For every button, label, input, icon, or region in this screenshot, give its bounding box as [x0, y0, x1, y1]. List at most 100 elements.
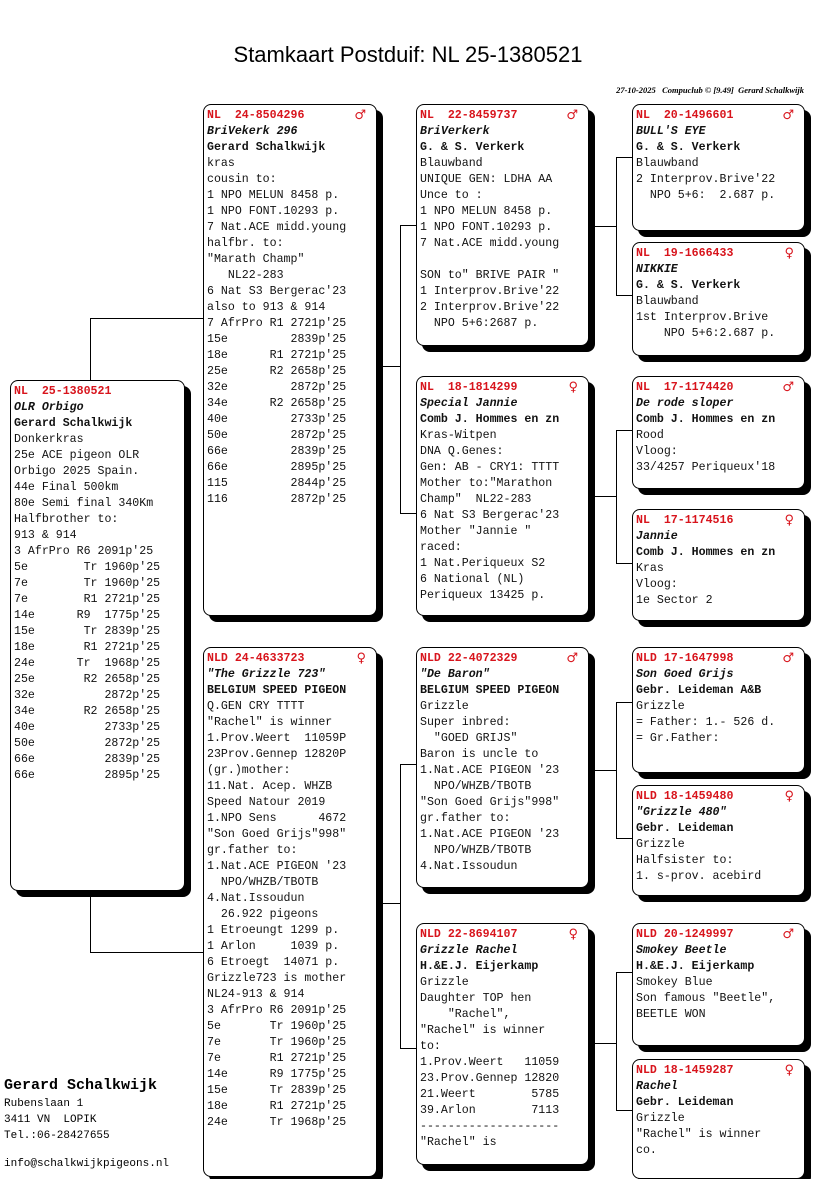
info-line: 1 Arlon 1039 p.	[207, 940, 340, 953]
info-line: 66e 2839p'25	[14, 753, 161, 766]
info-line: Grizzle	[636, 838, 685, 851]
connector-line	[400, 764, 416, 765]
connector-line	[90, 318, 203, 319]
connector-line	[588, 1043, 616, 1044]
pigeon-name: "Grizzle 480"	[636, 806, 727, 819]
male-symbol-icon: ♂	[782, 380, 794, 395]
ring-number: NLD 22-4072329♂	[420, 651, 588, 667]
ring-number-text: NL 18-1814299	[420, 381, 518, 394]
info-line: (gr.)mother:	[207, 764, 291, 777]
info-line: 44e Final 500km	[14, 481, 119, 494]
connector-line	[90, 952, 203, 953]
pigeon-name: Grizzle Rachel	[420, 944, 518, 957]
owner-phone: Tel.:06-28427655	[4, 1130, 110, 1142]
ring-number-text: NL 19-1666433	[636, 247, 734, 260]
ring-number: NL 17-1174420♂	[636, 380, 804, 396]
info-line: NPO/WHZB/TBOTB	[207, 876, 319, 889]
info-line: 7e Tr 1960p'25	[14, 577, 161, 590]
info-line: Q.GEN CRY TTTT	[207, 700, 305, 713]
pigeon-name: NIKKIE	[636, 263, 678, 276]
info-line: Son famous "Beetle",	[636, 992, 776, 1005]
info-line: Speed Natour 2019	[207, 796, 326, 809]
connector-line	[400, 1048, 416, 1049]
male-symbol-icon: ♂	[782, 108, 794, 123]
info-line: 66e 2839p'25	[207, 445, 347, 458]
connector-line	[616, 702, 617, 838]
info-line: 23.Prov.Gennep 12820	[420, 1072, 560, 1085]
breeder-name: BELGIUM SPEED PIGEON	[420, 684, 560, 697]
info-line: Blauwband	[636, 295, 699, 308]
info-line: 1 Etroeungt 1299 p.	[207, 924, 340, 937]
info-line: Kras-Witpen	[420, 429, 497, 442]
info-line: 7e R1 2721p'25	[14, 593, 161, 606]
info-line: Daughter TOP hen	[420, 992, 532, 1005]
info-line: Rood	[636, 429, 664, 442]
info-line: 1.Prov.Weert 11059	[420, 1056, 560, 1069]
info-line: Gen: AB - CRY1: TTTT	[420, 461, 560, 474]
connector-line	[616, 430, 617, 563]
connector-line	[400, 225, 416, 226]
info-line: 2 Interprov.Brive'22	[420, 301, 560, 314]
info-line: 1.Nat.ACE PIGEON '23	[420, 764, 560, 777]
pigeon-name: BULL'S EYE	[636, 125, 706, 138]
owner-street: Rubenslaan 1	[4, 1098, 84, 1110]
ring-number: NL 20-1496601♂	[636, 108, 804, 124]
pigeon-card[interactable]: NLD 24-4633723♀"The Grizzle 723"BELGIUM …	[203, 647, 377, 1177]
info-line: 1 Nat.Periqueux S2	[420, 557, 546, 570]
breeder-name: G. & S. Verkerk	[420, 141, 525, 154]
breeder-name: H.&E.J. Eijerkamp	[636, 960, 755, 973]
info-line: 1.NPO Sens 4672	[207, 812, 347, 825]
info-line: Donkerkras	[14, 433, 84, 446]
info-line: Grizzle723 is mother	[207, 972, 347, 985]
info-line: co.	[636, 1144, 657, 1157]
connector-line	[616, 157, 617, 295]
info-line: gr.father to:	[207, 844, 298, 857]
pigeon-name: Son Goed Grijs	[636, 668, 734, 681]
owner-email[interactable]: info@schalkwijkpigeons.nl	[4, 1158, 170, 1170]
pigeon-name: "The Grizzle 723"	[207, 668, 326, 681]
ring-number-text: NLD 24-4633723	[207, 652, 305, 665]
connector-line	[400, 513, 416, 514]
info-line: 1 NPO MELUN 8458 p.	[207, 189, 340, 202]
pigeon-name: Special Jannie	[420, 397, 518, 410]
info-line: 3 AfrPro R6 2091p'25	[207, 1004, 347, 1017]
female-symbol-icon: ♀	[784, 513, 794, 528]
pigeon-card[interactable]: NLD 22-4072329♂"De Baron"BELGIUM SPEED P…	[416, 647, 589, 888]
ring-number: NLD 20-1249997♂	[636, 927, 804, 943]
info-line: Periqueux 13425 p.	[420, 589, 546, 602]
ring-number: NLD 22-8694107♀	[420, 927, 588, 943]
ring-number-text: NL 24-8504296	[207, 109, 305, 122]
owner-city: 3411 VN LOPIK	[4, 1114, 97, 1126]
info-line: "Son Goed Grijs"998"	[420, 796, 560, 809]
connector-line	[400, 225, 401, 513]
pigeon-name: Smokey Beetle	[636, 944, 727, 957]
info-line: NPO/WHZB/TBOTB	[420, 844, 532, 857]
info-line: 32e 2872p'25	[14, 689, 161, 702]
info-line: 3 AfrPro R6 2091p'25	[14, 545, 154, 558]
info-line: 1.Nat.ACE PIGEON '23	[420, 828, 560, 841]
info-line: 66e 2895p'25	[14, 769, 161, 782]
page-title: Stamkaart Postduif: NL 25-1380521	[233, 42, 583, 67]
female-symbol-icon: ♀	[784, 1063, 794, 1078]
owner-address: Gerard Schalkwijk Rubenslaan 1 3411 VN L…	[4, 1076, 169, 1172]
info-line: 4.Nat.Issoudun	[420, 860, 518, 873]
info-line: Orbigo 2025 Spain.	[14, 465, 140, 478]
info-line: cousin to:	[207, 173, 277, 186]
female-symbol-icon: ♀	[784, 789, 794, 804]
info-line: 1 NPO FONT.10293 p.	[420, 221, 553, 234]
pigeon-card[interactable]: NLD 18-1459480♀"Grizzle 480"Gebr. Leidem…	[632, 785, 805, 896]
info-line: 32e 2872p'25	[207, 381, 347, 394]
breeder-name: Gerard Schalkwijk	[14, 417, 133, 430]
